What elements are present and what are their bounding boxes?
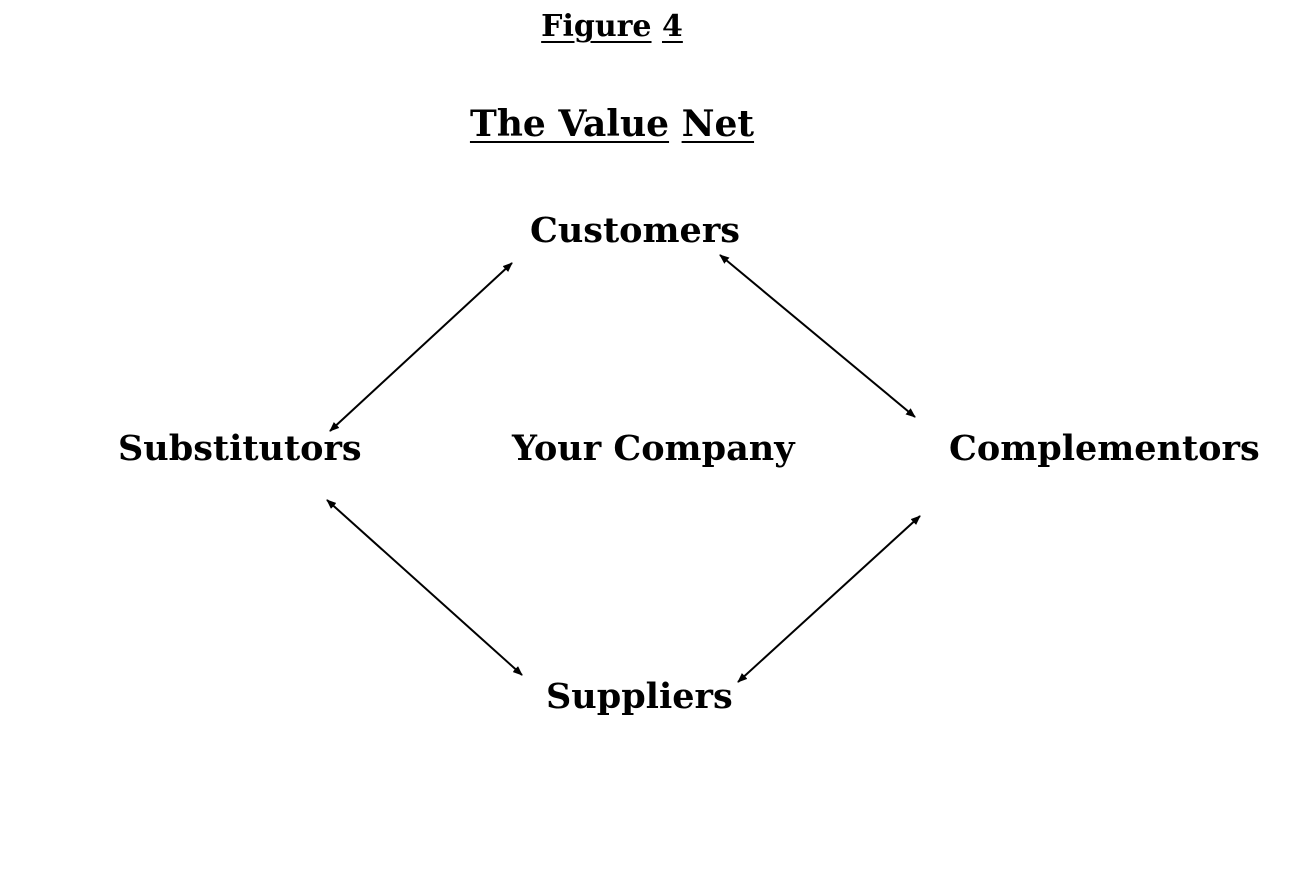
node-customers: Customers [530, 210, 740, 251]
title-part-2: Net [681, 103, 755, 145]
arrow-substitutors-suppliers [326, 499, 523, 676]
arrow-customers-substitutors [329, 262, 513, 432]
diagram-title: The Value Net [0, 101, 1224, 147]
node-your-company: Your Company [512, 428, 795, 469]
node-complementors: Complementors [949, 428, 1260, 469]
arrow-complementors-suppliers [737, 515, 921, 683]
figure-number: 4 [661, 9, 683, 44]
figure-word: Figure [541, 9, 652, 44]
arrow-customers-complementors [719, 254, 916, 418]
figure-label: Figure 4 [0, 7, 1224, 47]
node-substitutors: Substitutors [118, 428, 362, 469]
title-part-1: The Value [469, 103, 670, 145]
node-suppliers: Suppliers [546, 676, 733, 717]
